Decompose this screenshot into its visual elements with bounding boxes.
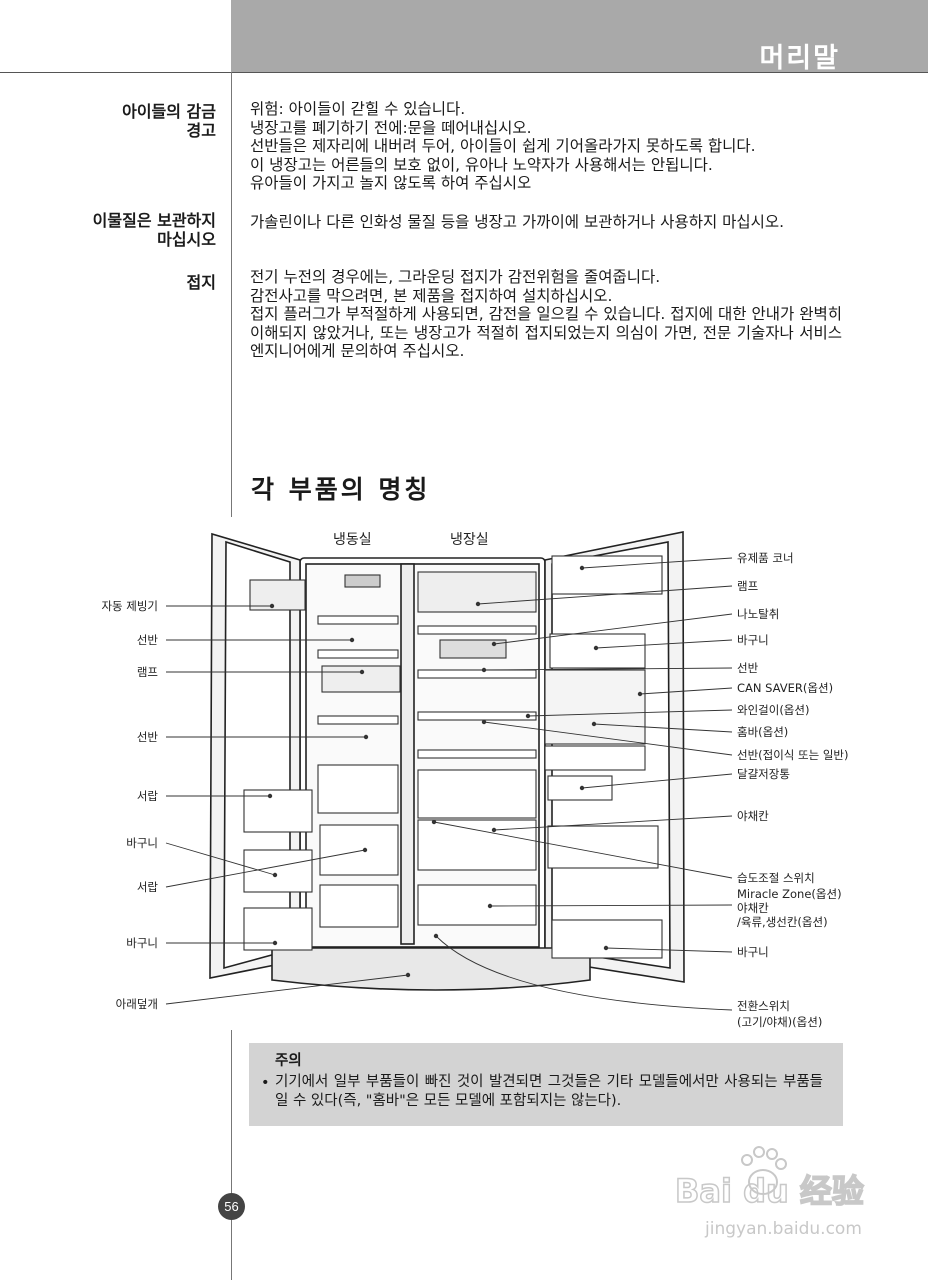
label-nano-deodorizer: 나노탈취 xyxy=(737,607,779,621)
section-text-flammables: 가솔린이나 다른 인화성 물질 등을 냉장고 가까이에 보관하거나 사용하지 마… xyxy=(250,213,785,231)
label-conversion-switch: 전환스위치 xyxy=(737,999,790,1013)
label-shelf: 선반 xyxy=(137,633,159,647)
leader-lines xyxy=(165,557,733,1011)
header-rule xyxy=(0,72,928,73)
page-number: 56 xyxy=(218,1193,245,1220)
label-wine-rack: 와인걸이(옵션) xyxy=(737,703,809,717)
label-drawer: 서랍 xyxy=(137,880,159,894)
label-can-saver: CAN SAVER(옵션) xyxy=(737,681,833,695)
label-dairy-corner: 유제품 코너 xyxy=(737,551,794,565)
leader-dots xyxy=(267,565,643,978)
left-labels: 자동 제빙기 선반 램프 선반 서랍 바구니 서랍 바구니 아래덮개 xyxy=(101,599,158,1011)
caution-title: 주의 xyxy=(275,1053,302,1069)
section-label-flammables: 이물질은 보관하지 마십시오 xyxy=(92,211,216,249)
label-lamp: 램프 xyxy=(737,579,758,593)
right-labels: 유제품 코너 램프 나노탈취 바구니 선반 CAN SAVER(옵션) 와인걸이… xyxy=(737,551,849,1029)
baidu-watermark-logo: Bai du 经验 jingyan.baidu.com xyxy=(674,1146,865,1239)
label-egg-box: 달걀저장통 xyxy=(737,767,790,781)
caution-bullet: • xyxy=(261,1075,270,1091)
label-meat-fish-drawer: /육류,생선칸(옵션) xyxy=(737,915,828,929)
label-vegetable-drawer: 야채칸 xyxy=(737,901,769,915)
label-basket: 바구니 xyxy=(126,936,158,950)
label-basket: 바구니 xyxy=(737,633,769,647)
label-lamp: 램프 xyxy=(137,665,158,679)
label-ice-maker: 자동 제빙기 xyxy=(101,599,158,613)
freezer-interior xyxy=(317,574,401,928)
label-basket: 바구니 xyxy=(737,945,769,959)
watermark-brand: Bai du 经验 xyxy=(675,1172,864,1210)
label-humidity-switch: 습도조절 스위치 xyxy=(737,871,815,885)
label-shelf: 선반 xyxy=(137,730,159,744)
label-home-bar: 홈바(옵션) xyxy=(737,725,788,739)
label-conversion-switch-note: (고기/야채)(옵션) xyxy=(737,1015,822,1029)
header-title: 머리말 xyxy=(759,43,840,74)
header-bar xyxy=(231,0,928,72)
caution-box: 주의 • 기기에서 일부 부품들이 빠진 것이 발견되면 그것들은 기타 모델들… xyxy=(249,1043,843,1126)
column-divider-bottom xyxy=(231,1030,232,1280)
label-base-cover: 아래덮개 xyxy=(116,997,158,1011)
section-label-grounding: 접지 xyxy=(186,273,216,292)
label-fridge: 냉장실 xyxy=(450,532,489,548)
label-miracle-zone: Miracle Zone(옵션) xyxy=(737,887,842,901)
label-vegetable-drawer: 야채칸 xyxy=(737,809,769,823)
label-drawer: 서랍 xyxy=(137,789,159,803)
parts-title: 각 부품의 명칭 xyxy=(251,475,431,504)
watermark-url: jingyan.baidu.com xyxy=(704,1219,862,1239)
section-text-child-entrapment: 위험: 아이들이 갇힐 수 있습니다. 냉장고를 폐기하기 전에:문을 떼어내십… xyxy=(250,100,756,192)
refrigerator-diagram: 냉동실 냉장실 자동 제빙기 선반 램프 선반 서랍 바구니 서랍 바구니 아래… xyxy=(101,531,849,1029)
paw-icon xyxy=(741,1146,787,1195)
label-basket: 바구니 xyxy=(126,836,158,850)
column-divider-top xyxy=(231,72,232,517)
section-text-grounding: 전기 누전의 경우에는, 그라운딩 접지가 감전위험을 줄여줍니다. 감전사고를… xyxy=(250,268,842,360)
label-shelf: 선반 xyxy=(737,661,759,675)
label-folding-shelf: 선반(접이식 또는 일반) xyxy=(737,748,849,762)
section-label-child-entrapment: 아이들의 감금 경고 xyxy=(122,102,216,140)
label-freezer: 냉동실 xyxy=(333,532,372,548)
caution-text: 기기에서 일부 부품들이 빠진 것이 발견되면 그것들은 기타 모델들에서만 사… xyxy=(275,1074,823,1109)
